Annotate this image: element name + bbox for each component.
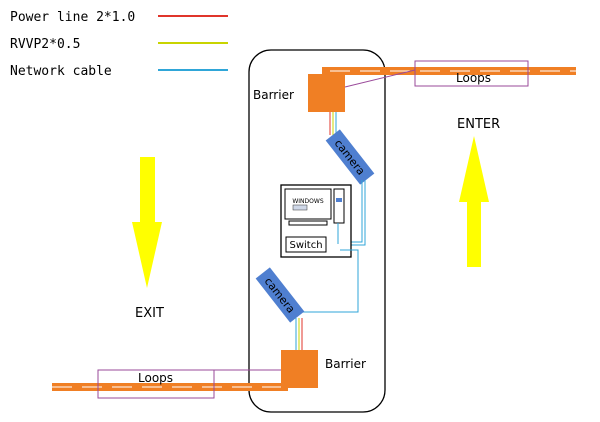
loop-top (414, 60, 529, 87)
pc-tower-drive (336, 198, 342, 202)
top-road-surface (322, 67, 576, 75)
barrier-bottom-label: Barrier (325, 357, 366, 371)
legend-rvvp-label: RVVP2*0.5 (10, 37, 80, 52)
bottom-road-surface (52, 383, 288, 391)
bottom-wires (295, 318, 303, 350)
barrier-top (308, 74, 345, 112)
camera-bottom: camera (255, 267, 305, 323)
net-cable-bottom-camera (300, 249, 359, 313)
legend: Power line 2*1.0 RVVP2*0.5 Network cable (10, 10, 228, 79)
exit-label: EXIT (135, 306, 164, 321)
exit-arrow (132, 157, 162, 288)
monitor-window (292, 204, 308, 211)
loops-bottom-label: Loops (138, 371, 173, 385)
barrier-bottom (281, 350, 318, 388)
loop-bottom (97, 369, 215, 399)
central-island (248, 49, 386, 413)
top-wires (329, 112, 337, 135)
enter-label: ENTER (457, 117, 500, 132)
monitor-windows-text: WINDOWS (292, 198, 323, 205)
switch-box (285, 236, 327, 253)
top-road (322, 67, 576, 75)
camera-bottom-body (255, 267, 305, 323)
bottom-road (52, 383, 288, 391)
loop-top-lead (344, 69, 416, 88)
keyboard (288, 220, 328, 226)
monitor (284, 188, 332, 220)
legend-network-label: Network cable (10, 64, 112, 79)
camera-top-body (325, 129, 375, 185)
legend-power-label: Power line 2*1.0 (10, 10, 135, 25)
loops-top-label: Loops (456, 71, 491, 85)
enter-arrow (459, 136, 489, 267)
camera-top: camera (325, 129, 375, 185)
pc-tower (333, 188, 345, 224)
control-cabinet: WINDOWS Switch (280, 184, 352, 258)
switch-label: Switch (289, 240, 322, 251)
barrier-top-label: Barrier (253, 88, 294, 102)
